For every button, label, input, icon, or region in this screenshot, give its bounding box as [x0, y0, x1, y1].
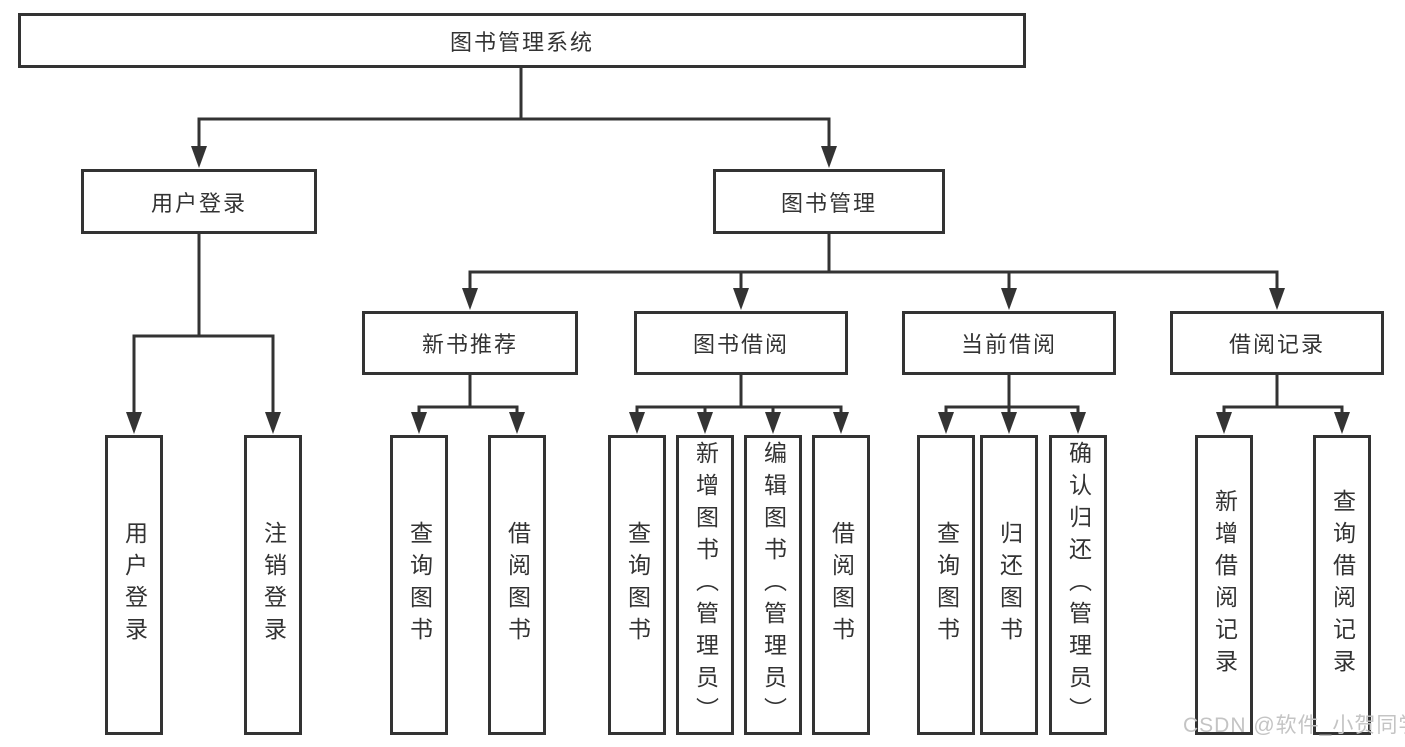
leaf-borrowing-edit-books-admin: 编辑图书（管理员）: [744, 435, 802, 735]
leaf-current-confirm-return-admin: 确认归还（管理员）: [1049, 435, 1107, 735]
leaf-records-query-record-label: 查询借阅记录: [1329, 489, 1356, 681]
leaf-borrowing-query-books: 查询图书: [608, 435, 666, 735]
node-book-borrowing-label: 图书借阅: [692, 332, 789, 357]
node-user-login: 用户登录: [81, 169, 317, 234]
node-borrowing-records: 借阅记录: [1170, 311, 1384, 375]
leaf-current-return-books: 归还图书: [980, 435, 1038, 735]
connector-records-children: [1222, 373, 1344, 418]
node-current-borrowing-label: 当前借阅: [960, 332, 1057, 357]
leaf-recommend-borrow-books: 借阅图书: [488, 435, 546, 735]
leaf-borrowing-edit-books-admin-label: 编辑图书（管理员）: [760, 441, 787, 729]
node-root-label: 图书管理系统: [449, 29, 594, 55]
node-book-borrowing: 图书借阅: [634, 311, 848, 375]
leaf-records-query-record: 查询借阅记录: [1313, 435, 1371, 735]
connector-root-to-level2: [197, 66, 831, 152]
leaf-borrowing-add-books-admin: 新增图书（管理员）: [676, 435, 734, 735]
node-root: 图书管理系统: [18, 13, 1026, 68]
leaf-records-add-record-label: 新增借阅记录: [1211, 489, 1238, 681]
node-book-management-label: 图书管理: [780, 190, 877, 216]
node-new-book-recommend: 新书推荐: [362, 311, 578, 375]
leaf-borrowing-add-books-admin-label: 新增图书（管理员）: [692, 441, 719, 729]
connector-borrowing-children: [635, 373, 843, 418]
leaf-logout: 注销登录: [244, 435, 302, 735]
leaf-recommend-query-books: 查询图书: [390, 435, 448, 735]
node-new-book-recommend-label: 新书推荐: [421, 332, 518, 357]
connector-book-management-to-level3: [468, 232, 1279, 294]
leaf-borrowing-query-books-label: 查询图书: [624, 521, 651, 649]
leaf-current-return-books-label: 归还图书: [996, 521, 1023, 649]
connector-current-children: [944, 373, 1080, 418]
leaf-logout-label: 注销登录: [260, 521, 287, 649]
node-current-borrowing: 当前借阅: [902, 311, 1116, 375]
leaf-current-query-books: 查询图书: [917, 435, 975, 735]
leaf-borrowing-borrow-books: 借阅图书: [812, 435, 870, 735]
csdn-watermark: CSDN @软件_小贺同学: [1183, 714, 1405, 737]
connector-recommend-children: [417, 373, 519, 418]
leaf-user-login: 用户登录: [105, 435, 163, 735]
leaf-recommend-query-books-label: 查询图书: [406, 521, 433, 649]
node-book-management: 图书管理: [713, 169, 945, 234]
leaf-current-confirm-return-admin-label: 确认归还（管理员）: [1065, 441, 1092, 729]
leaf-user-login-label: 用户登录: [121, 521, 148, 649]
leaf-recommend-borrow-books-label: 借阅图书: [504, 521, 531, 649]
leaf-records-add-record: 新增借阅记录: [1195, 435, 1253, 735]
node-user-login-label: 用户登录: [150, 190, 247, 216]
leaf-borrowing-borrow-books-label: 借阅图书: [828, 521, 855, 649]
leaf-current-query-books-label: 查询图书: [933, 521, 960, 649]
connector-user-login-children: [132, 232, 275, 418]
node-borrowing-records-label: 借阅记录: [1228, 332, 1325, 357]
